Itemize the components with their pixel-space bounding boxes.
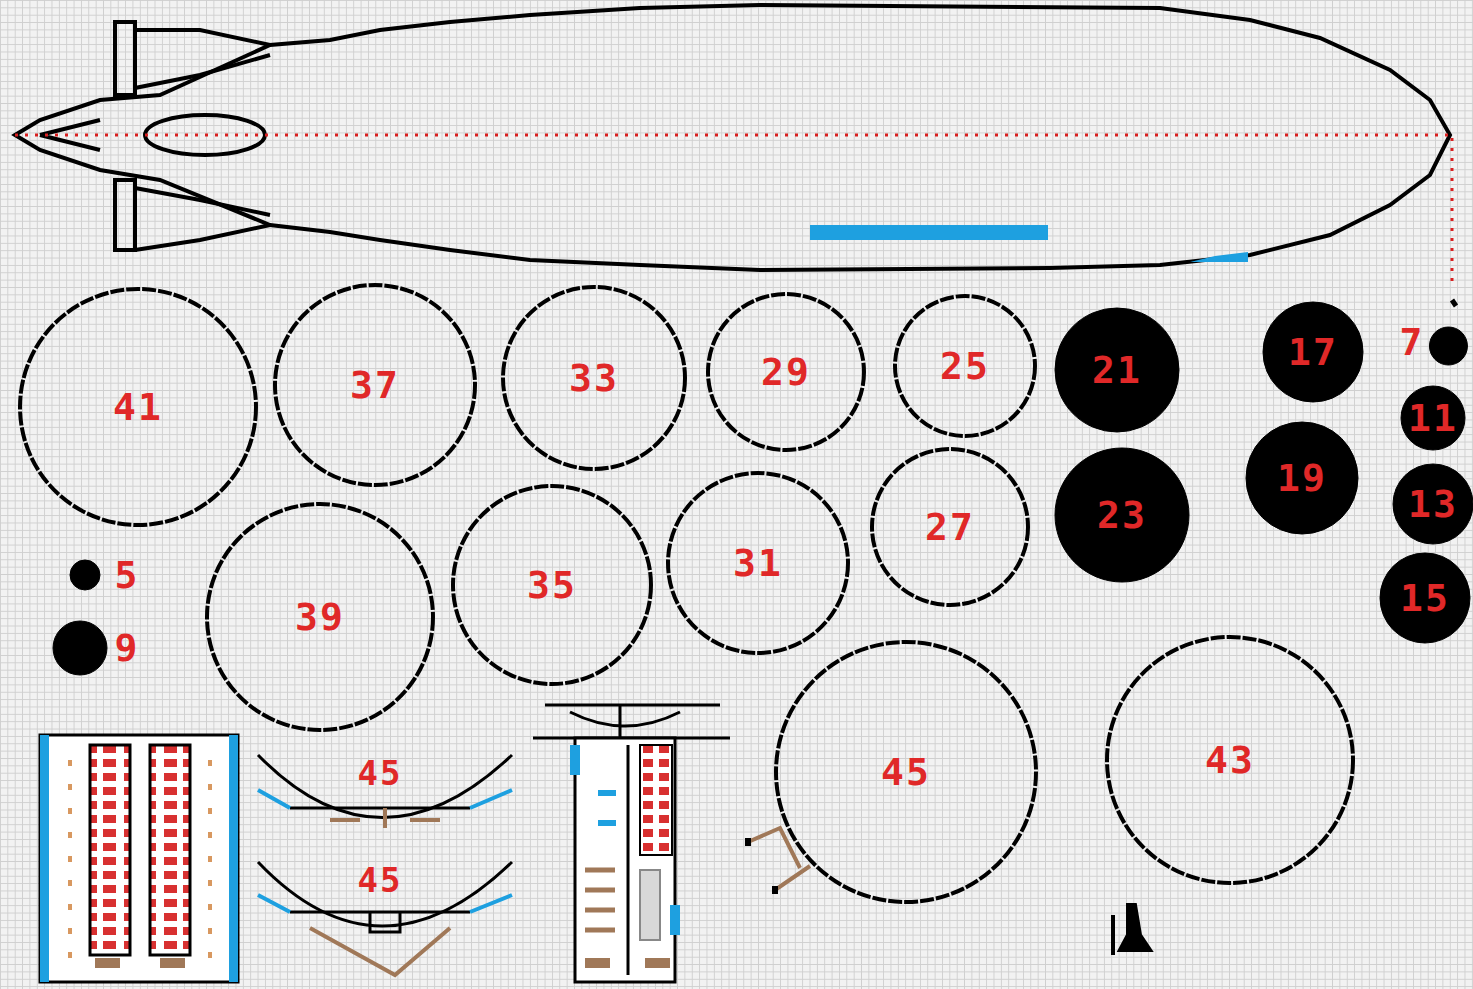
flag-symbol	[1113, 905, 1150, 955]
part-label: 45	[358, 756, 403, 790]
ring-circle: 29	[704, 290, 868, 454]
circle-shape	[453, 486, 651, 684]
ring-circle: 25	[891, 292, 1039, 440]
filled-circle: 11	[1399, 384, 1467, 452]
ring-circle: 39	[203, 500, 437, 734]
ring-circle: 33	[499, 283, 689, 473]
callout-number: 41	[113, 388, 163, 426]
airship-hull	[15, 5, 1450, 270]
callout-number: 39	[295, 598, 345, 636]
callout-number: 21	[1092, 351, 1142, 389]
circle-shape	[503, 287, 685, 469]
circle-shape	[275, 285, 475, 485]
callout-number: 15	[1400, 579, 1450, 617]
callout-number: 33	[569, 359, 619, 397]
circle-shape	[207, 504, 433, 730]
circle-shape	[20, 289, 256, 525]
part-label: 45	[358, 863, 403, 897]
callout-number: 7	[1400, 323, 1425, 361]
deck-plan	[40, 735, 238, 982]
circle-shape	[895, 296, 1035, 436]
callout-number: 45	[881, 753, 931, 791]
filled-circle: 5	[68, 554, 141, 596]
circle-shape	[708, 294, 864, 450]
callout-number: 29	[761, 353, 811, 391]
circle-shape	[1246, 422, 1358, 534]
callout-number: 35	[527, 566, 577, 604]
callout-number: 31	[733, 544, 783, 582]
ring-circle: 45	[772, 638, 1040, 906]
ring-circle: 41	[16, 285, 260, 529]
section-view	[258, 755, 512, 975]
callout-number: 13	[1408, 485, 1458, 523]
callout-number: 9	[115, 629, 140, 667]
ring-circle: 31	[664, 469, 852, 657]
small-marker	[1452, 300, 1456, 306]
filled-circle: 17	[1261, 300, 1365, 404]
circle-shape	[668, 473, 848, 653]
ring-circle: 43	[1103, 633, 1357, 887]
window-bar	[810, 225, 1048, 240]
circle-shape	[1393, 464, 1473, 544]
filled-circle: 9	[51, 619, 141, 677]
callout-number: 37	[350, 366, 400, 404]
gondola-window	[1190, 252, 1248, 262]
circle-shape	[70, 560, 100, 590]
circle-shape	[1429, 327, 1467, 365]
callout-number: 5	[115, 556, 140, 594]
strut-end	[748, 838, 775, 894]
circle-shape	[1055, 308, 1179, 432]
circle-shape	[1263, 302, 1363, 402]
filled-circle: 7	[1398, 321, 1469, 367]
circle-shape	[1107, 637, 1353, 883]
filled-circle: 15	[1378, 551, 1472, 645]
ring-circle: 27	[868, 445, 1032, 609]
gondola-plan	[533, 705, 730, 982]
callout-number: 11	[1408, 399, 1458, 437]
circle-shape	[776, 642, 1036, 902]
callout-number: 25	[940, 347, 990, 385]
circle-shape	[1380, 553, 1470, 643]
callout-number: 23	[1097, 496, 1147, 534]
filled-circle: 23	[1053, 446, 1191, 584]
callout-number: 27	[925, 508, 975, 546]
callout-number: 43	[1205, 741, 1255, 779]
callout-number: 17	[1288, 333, 1338, 371]
propeller-strut	[748, 828, 810, 890]
filled-circle: 21	[1053, 306, 1181, 434]
circle-shape	[53, 621, 107, 675]
filled-circle: 13	[1391, 462, 1473, 546]
callout-number: 19	[1277, 459, 1327, 497]
ring-circle: 37	[271, 281, 479, 489]
circle-shape	[1401, 386, 1465, 450]
filled-circle: 19	[1244, 420, 1360, 536]
circle-shape	[1055, 448, 1189, 582]
circle-shape	[872, 449, 1028, 605]
ring-circle: 35	[449, 482, 655, 688]
center-line	[15, 135, 1452, 282]
